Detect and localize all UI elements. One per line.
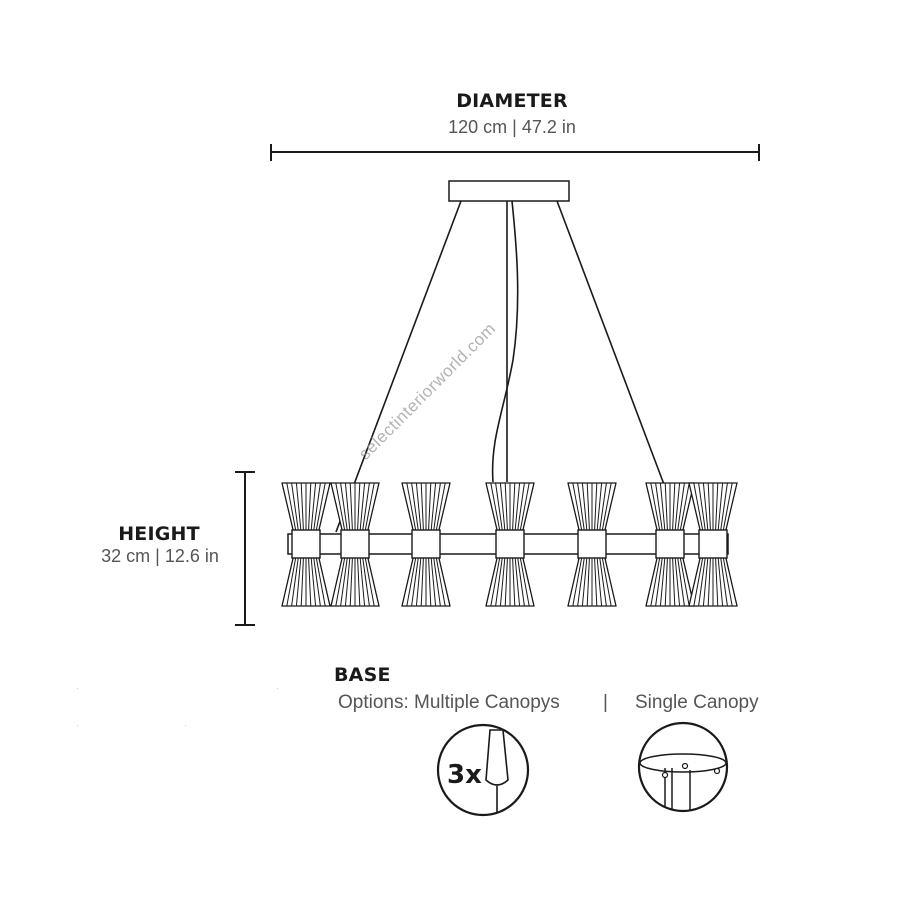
ceiling-canopy	[448, 180, 570, 202]
shade	[330, 482, 380, 607]
height-dimension-line	[235, 471, 255, 626]
multiple-canopy-icon	[436, 723, 530, 817]
faint-mark: ·	[184, 720, 187, 730]
height-title: HEIGHT	[118, 523, 200, 545]
base-title: BASE	[334, 664, 391, 686]
base-separator: |	[603, 692, 608, 713]
shade	[688, 482, 738, 607]
shade-group	[281, 482, 738, 607]
multiple-count: 3x	[447, 760, 482, 790]
shade	[281, 482, 331, 607]
shade	[401, 482, 451, 607]
height-value: 32 cm | 12.6 in	[101, 546, 219, 566]
shade	[567, 482, 617, 607]
diameter-dimension-line	[270, 144, 760, 161]
diameter-title: DIAMETER	[456, 90, 568, 112]
shade	[485, 482, 535, 607]
diameter-value: 120 cm | 47.2 in	[448, 117, 576, 137]
shade	[645, 482, 695, 607]
faint-mark: ·	[276, 683, 279, 693]
single-canopy-icon	[637, 721, 729, 813]
base-options-label: Options: Multiple Canopys	[338, 692, 560, 713]
suspension-cables	[335, 200, 669, 533]
faint-mark: ·	[76, 683, 79, 693]
single-canopy-label: Single Canopy	[635, 692, 759, 713]
faint-mark: ·	[76, 720, 79, 730]
